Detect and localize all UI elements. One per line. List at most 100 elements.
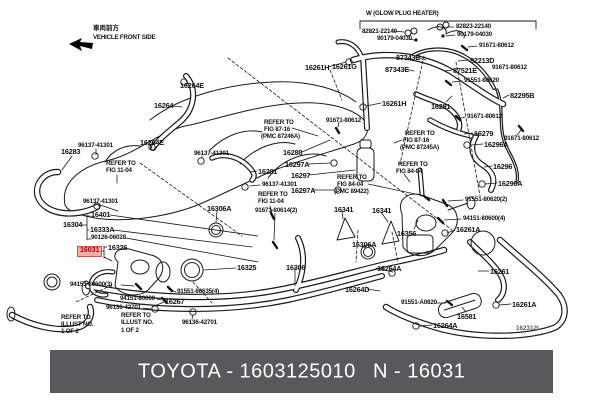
part-label: 16341 (372, 206, 392, 215)
part-label: 82823-22140 (456, 23, 491, 30)
part-label: 96137-41301 (78, 142, 113, 149)
part-label: FIG 84-04 (396, 168, 423, 175)
part-label: FIG 87-16 (264, 126, 291, 133)
part-label: (PMC 89422) (334, 188, 369, 195)
part-label: REFER TO (106, 160, 136, 167)
part-label: 16333A (90, 225, 115, 234)
part-label: 96137-41301 (262, 181, 297, 188)
banner-brand-part-number: TOYOTA - 1603125010 (138, 360, 356, 382)
part-label: 16264D (345, 285, 370, 294)
part-label: 16261H (382, 99, 407, 108)
part-label: 16279 (474, 129, 494, 138)
leader-lines (61, 26, 522, 327)
part-label: 16325 (237, 263, 257, 272)
part-label: FIG 11-04 (258, 198, 284, 205)
part-label: REFER TO (264, 119, 294, 126)
part-label: REFER TO (398, 161, 428, 168)
part-label: 16261G (332, 62, 357, 71)
part-label: 91551-A0820 (401, 299, 437, 306)
glow-plug-heater-header: W (GLOW PLUG HEATER) (366, 10, 439, 17)
part-label: (PMC 87246A) (261, 133, 300, 140)
part-label: REFER TO (61, 314, 91, 321)
part-label: 16401 (91, 210, 111, 219)
part-label: 91551-80620 (464, 77, 499, 84)
part-label: 91671-80612 (479, 42, 514, 49)
part-label: 16326 (108, 243, 128, 252)
part-label: 16296 (493, 162, 513, 171)
part-label: 16261H (305, 63, 330, 72)
part-label: 1 OF 2 (61, 328, 79, 335)
part-label: 16264A (377, 264, 402, 273)
part-label: 90126-06028 (91, 234, 126, 241)
part-label: 94151-80600(3) (70, 281, 113, 288)
part-label: 91551-80635(4) (177, 288, 220, 295)
part-label: REFER TO (121, 312, 151, 319)
part-label: 96137-41301 (194, 150, 229, 157)
vehicle-front-label-jp: 車両前方 (93, 25, 119, 32)
part-label: 96137-41301 (83, 198, 118, 205)
part-label: 16261 (490, 267, 510, 276)
part-label: 94151-80600(4) (463, 215, 506, 222)
part-label: 16264A (433, 321, 458, 330)
part-label: 90179-04030 (457, 31, 492, 38)
fastener-dots (414, 34, 445, 42)
hose-paths (8, 39, 568, 340)
part-label: 82213D (470, 56, 495, 65)
part-label: 90179-04030 (377, 35, 412, 42)
part-label: 87343E (385, 65, 409, 74)
part-label: 16296A (498, 179, 523, 188)
part-label: ILLUST NO. (61, 321, 94, 328)
part-label: REFER TO (337, 174, 367, 181)
part-label: 16306A (207, 204, 232, 213)
part-label: FIG 87-16 (403, 137, 430, 144)
part-label: 82295B (510, 91, 535, 100)
part-label: 16297A (291, 186, 316, 195)
part-label: (PMC 87245A) (400, 144, 439, 151)
part-label: 96136-42701 (106, 304, 141, 311)
part-label: REFER TO (405, 130, 435, 137)
part-label: 91551-80620(2) (465, 196, 508, 203)
part-label: 16261A (456, 225, 481, 234)
part-label: 16261A (512, 300, 537, 309)
part-label: 16291 (431, 102, 451, 111)
part-label: 82821-22140 (362, 28, 397, 35)
vehicle-front-arrow-icon (69, 38, 93, 51)
part-label: FIG 84-04 (337, 181, 364, 188)
part-label: 91671-80612 (467, 113, 502, 120)
part-label: 16297A (285, 160, 310, 169)
part-label: REFER TO (258, 191, 288, 198)
part-label: 87343E (396, 53, 420, 62)
part-label: 16264E (180, 81, 204, 90)
part-label: 16297 (291, 171, 311, 180)
part-label: 16264 (154, 101, 174, 110)
part-label: 16281 (258, 167, 278, 176)
part-label: 16306A (352, 240, 377, 249)
part-label: 16288 (283, 148, 303, 157)
diagram-code: 162312L (516, 325, 541, 332)
part-label: 1 OF 2 (121, 327, 139, 334)
part-label: 91671-80614(2) (255, 207, 298, 214)
part-label: 16304 (63, 220, 83, 229)
part-label: 87521E (453, 66, 477, 75)
part-label: 16581 (457, 312, 477, 321)
part-label: 16356 (397, 229, 417, 238)
part-label: FIG 11-04 (106, 167, 132, 174)
engine-manifold-art (63, 81, 369, 221)
part-label: 16283 (61, 147, 81, 156)
bolt-icons (134, 44, 525, 307)
part-label: 16267 (165, 297, 185, 306)
part-label: 91671-80612 (492, 64, 527, 71)
highlighted-part-16031: 16031 (77, 246, 103, 257)
banner-n-number: N - 16031 (373, 360, 466, 382)
dashed-lines (75, 55, 481, 304)
part-label: 96136-42701 (182, 319, 217, 326)
part-label: 16306 (286, 263, 306, 272)
part-number-banner: TOYOTA - 1603125010 N - 16031 (50, 350, 553, 393)
vehicle-front-label-en: VEHICLE FRONT SIDE (93, 34, 156, 41)
part-label: 91671-80612 (504, 135, 539, 142)
part-label: ILLUST NO. (121, 319, 154, 326)
part-label: 16296A (484, 140, 509, 149)
part-label: 16264E (140, 138, 164, 147)
